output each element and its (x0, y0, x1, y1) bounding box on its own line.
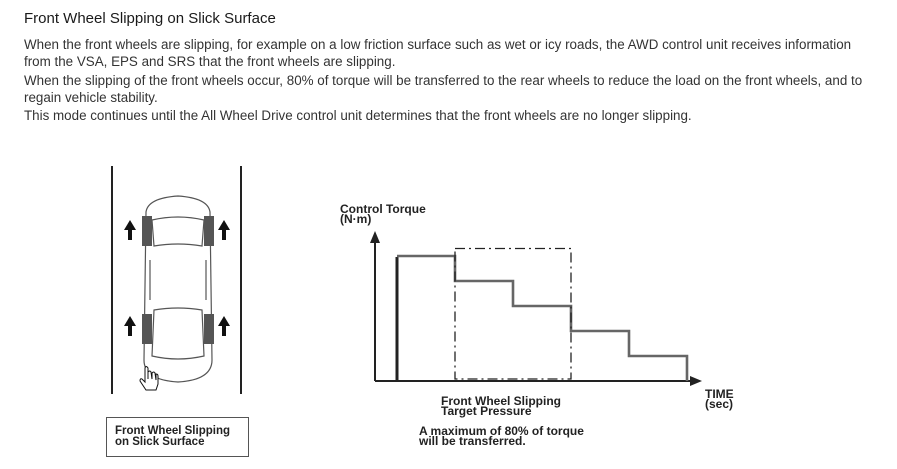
car-caption-box: Front Wheel Slipping on Slick Surface (106, 417, 249, 457)
up-arrow-icon (218, 316, 230, 336)
front-right-wheel (204, 216, 214, 246)
target-label-2: Target Pressure (441, 404, 532, 418)
x-axis-label-1: TIME (705, 387, 734, 401)
y-axis-label-1: Control Torque (340, 202, 426, 216)
hand-pointer-icon (139, 366, 159, 391)
rear-right-wheel (204, 314, 214, 344)
y-axis-arrow (370, 231, 380, 243)
up-arrow-icon (124, 220, 136, 240)
target-label-1: Front Wheel Slipping (441, 394, 561, 408)
torque-step-series (397, 254, 689, 381)
up-arrow-icon (124, 316, 136, 336)
target-pressure-box (454, 247, 572, 380)
torque-note-2: will be transferred. (418, 434, 526, 448)
x-axis-arrow (690, 376, 702, 386)
paragraph-1: When the front wheels are slipping, for … (24, 37, 852, 69)
x-axis-label-2: (sec) (705, 397, 733, 411)
front-left-wheel (142, 216, 152, 246)
torque-chart: Control Torque (N·m) TIME (sec) Front Wh… (340, 202, 734, 448)
paragraph-3: This mode continues until the All Wheel … (24, 108, 692, 123)
torque-note-1: A maximum of 80% of torque (419, 424, 584, 438)
car-caption-line-2: on Slick Surface (115, 436, 205, 448)
car-caption-line-1: Front Wheel Slipping (115, 425, 230, 437)
section-title: Front Wheel Slipping on Slick Surface (24, 10, 276, 27)
paragraph-2: When the slipping of the front wheels oc… (24, 73, 863, 105)
car-body (143, 195, 213, 383)
up-arrow-icon (218, 220, 230, 240)
car-diagram (111, 166, 242, 394)
y-axis-label-2: (N·m) (340, 212, 371, 226)
rear-left-wheel (142, 314, 152, 344)
